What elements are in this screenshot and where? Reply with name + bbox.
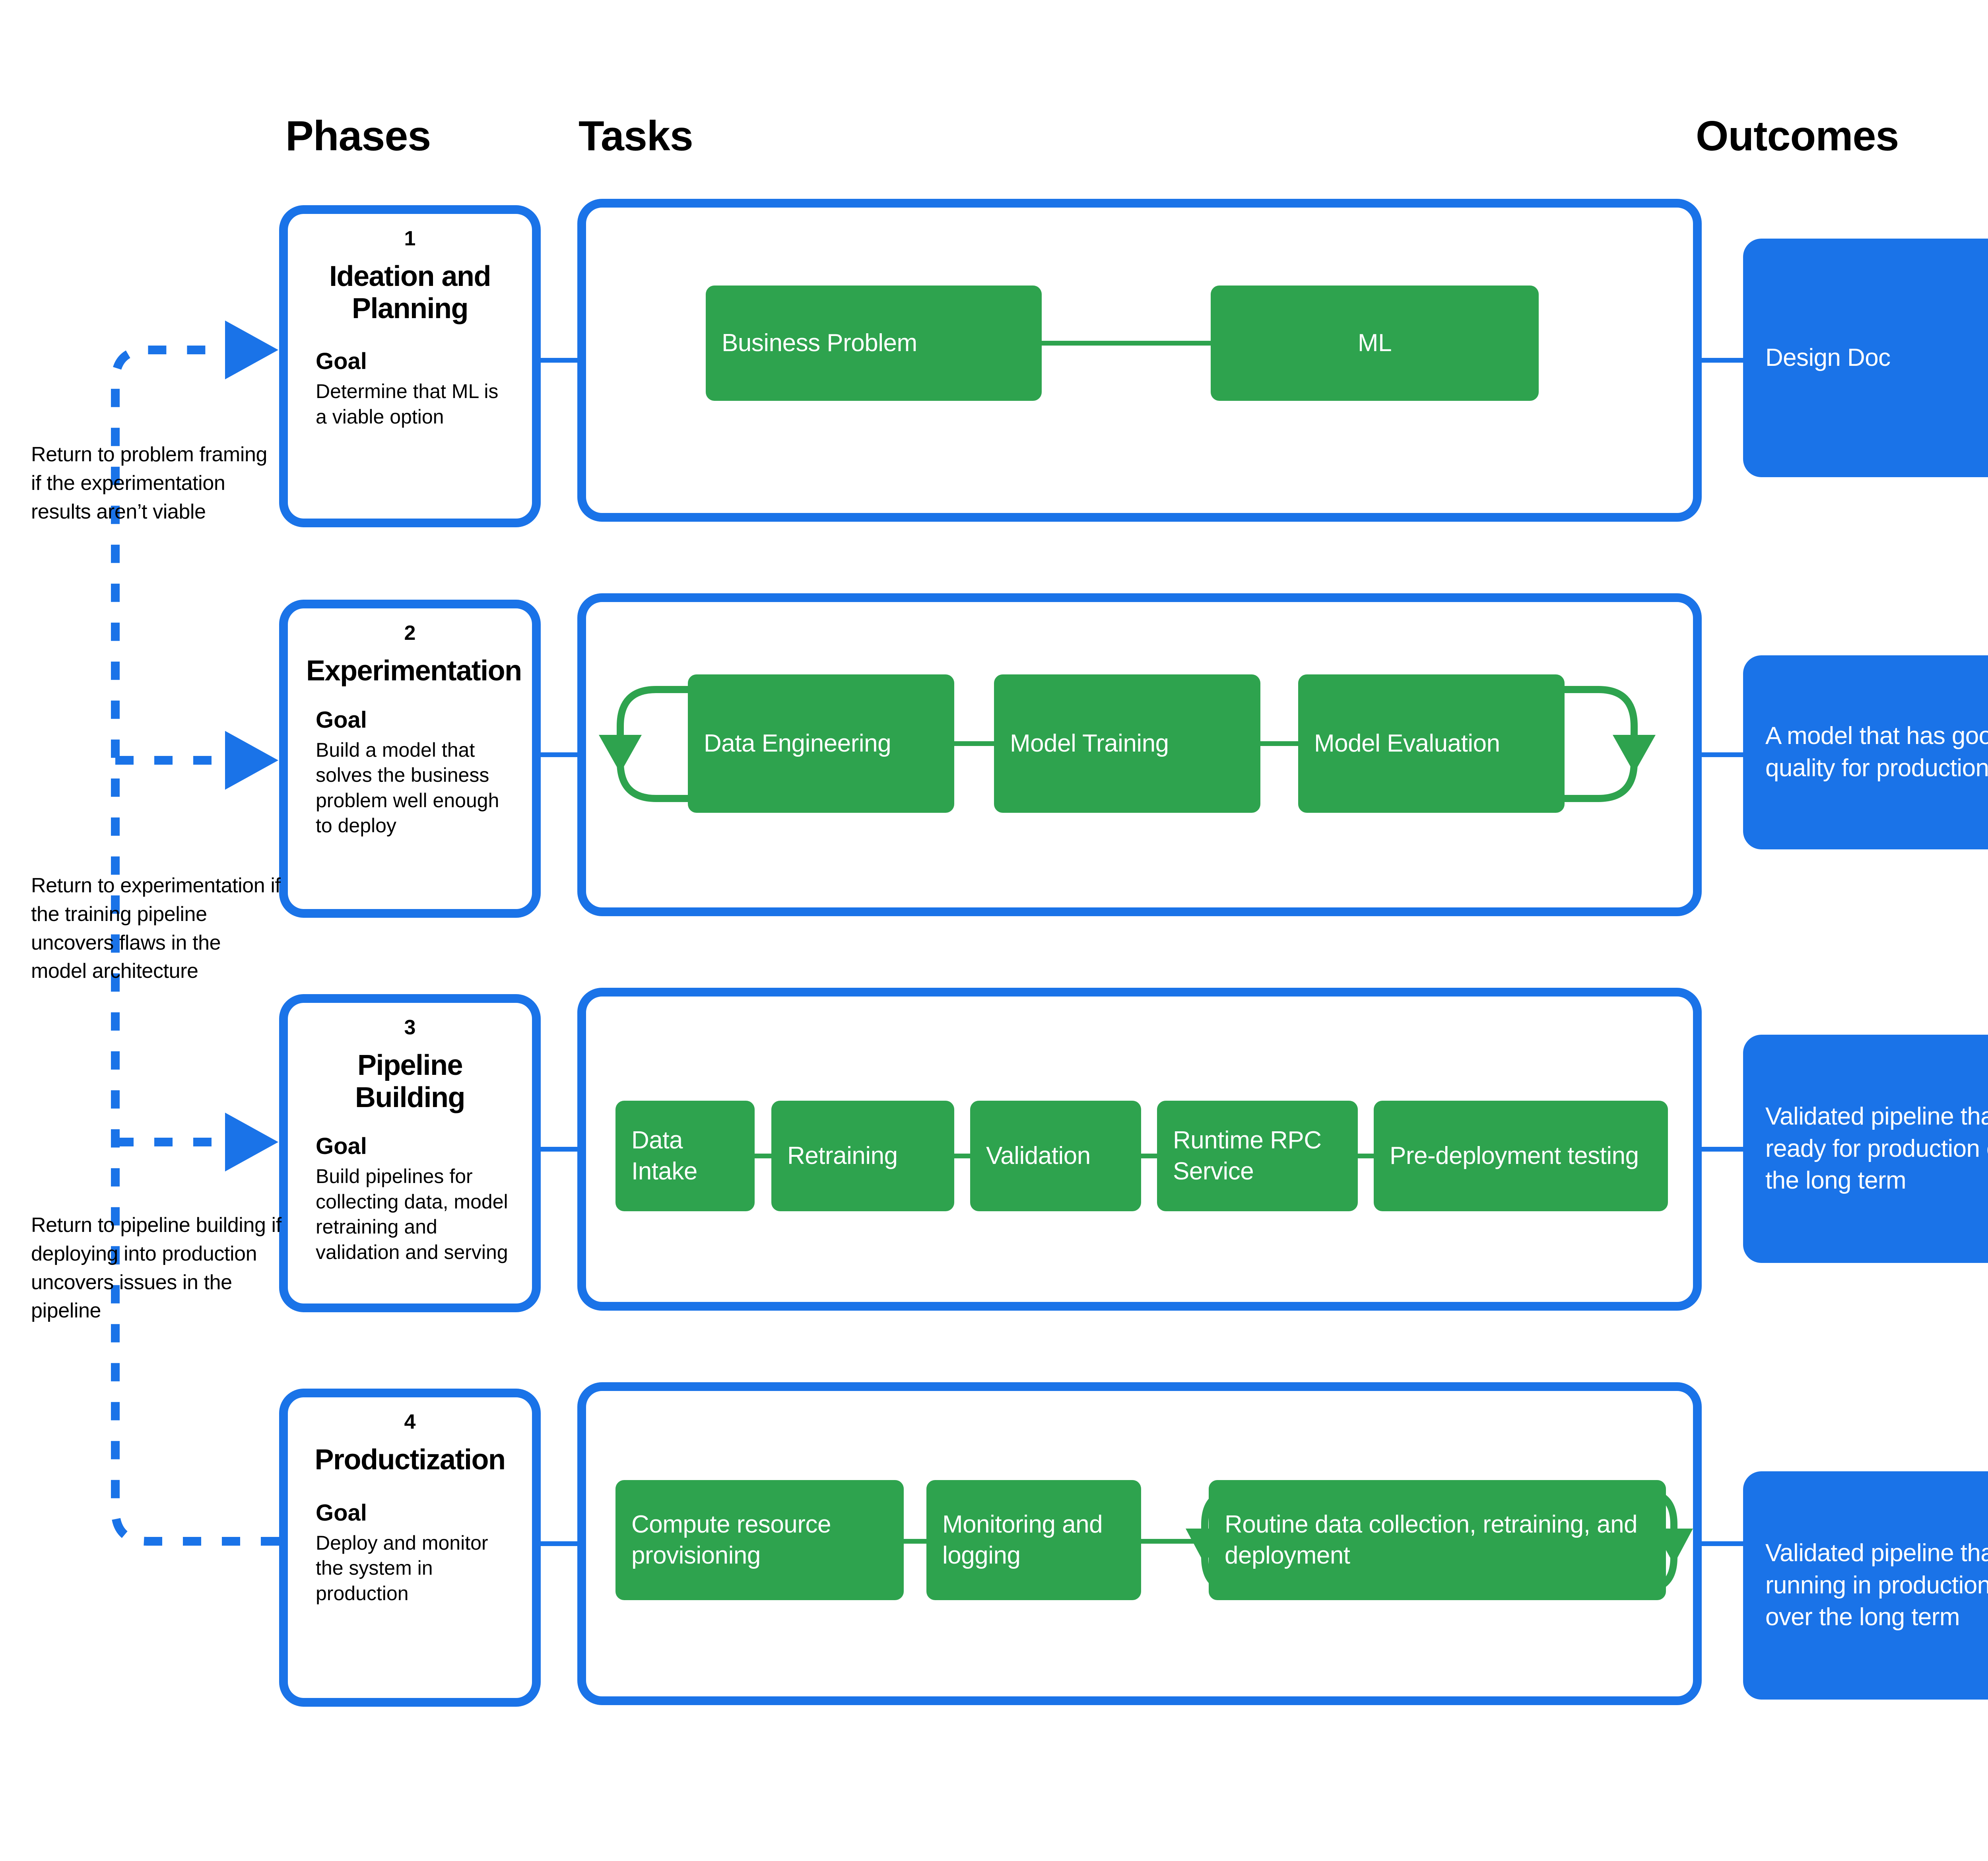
- phase-title: Ideation and Planning: [329, 260, 491, 324]
- task-label: Validation: [986, 1142, 1091, 1169]
- connector-phase2-tasks: [539, 752, 579, 757]
- task-box-compute-resource-provisioning[interactable]: Compute resource provisioning: [615, 1480, 904, 1600]
- goal-label: Goal: [316, 707, 367, 733]
- task-link-intake-to-retraining: [753, 1154, 773, 1158]
- phase-card-ideation-and-planning[interactable]: 1 Ideation and Planning Goal Determine t…: [279, 205, 541, 527]
- connector-tasks2-outcome: [1700, 752, 1745, 757]
- task-link-monitoring-to-routine: [1140, 1539, 1211, 1544]
- phase-goal-block: Goal Deploy and monitor the system in pr…: [306, 1500, 514, 1606]
- task-label: Business Problem: [722, 329, 917, 357]
- task-box-business-problem[interactable]: Business Problem: [706, 286, 1042, 401]
- connector-phase3-tasks: [539, 1147, 579, 1152]
- column-header-outcomes: Outcomes: [1696, 113, 1899, 159]
- phase-title: Productization: [315, 1444, 506, 1476]
- outcome-label: Validated pipeline that’s running in pro…: [1765, 1539, 1988, 1631]
- connector-tasks1-outcome: [1700, 358, 1745, 363]
- task-box-data-intake[interactable]: Data Intake: [615, 1101, 755, 1211]
- task-label: Model Training: [1010, 729, 1169, 757]
- phase-card-experimentation[interactable]: 2 Experimentation Goal Build a model tha…: [279, 600, 541, 918]
- outcome-box-pipeline-ready[interactable]: Validated pipeline that’s ready for prod…: [1743, 1035, 1988, 1263]
- task-label: Data Intake: [631, 1126, 697, 1185]
- phase-title: Pipeline Building: [355, 1049, 465, 1113]
- goal-text: Build a model that solves the business p…: [316, 738, 499, 837]
- task-box-data-engineering[interactable]: Data Engineering: [688, 674, 954, 813]
- outcome-box-model-quality[interactable]: A model that has good quality for produc…: [1743, 655, 1988, 849]
- task-link-validation-to-rpc: [1140, 1154, 1159, 1158]
- task-box-validation[interactable]: Validation: [970, 1101, 1141, 1211]
- phase-goal-block: Goal Build a model that solves the busin…: [306, 707, 514, 839]
- goal-label: Goal: [316, 1133, 367, 1160]
- task-box-routine-data-collection[interactable]: Routine data collection, retraining, and…: [1209, 1480, 1666, 1600]
- task-label: Compute resource provisioning: [631, 1510, 831, 1569]
- goal-text: Determine that ML is a viable option: [316, 380, 499, 428]
- column-header-tasks: Tasks: [579, 113, 693, 159]
- task-label: Routine data collection, retraining, and…: [1225, 1510, 1638, 1569]
- task-link-rpc-to-predeployment: [1356, 1154, 1375, 1158]
- phase-number: 3: [404, 1016, 416, 1039]
- phase-number: 2: [404, 622, 416, 645]
- phase-title: Experimentation: [306, 655, 522, 687]
- phase-card-pipeline-building[interactable]: 3 Pipeline Building Goal Build pipelines…: [279, 994, 541, 1312]
- outcome-box-pipeline-running[interactable]: Validated pipeline that’s running in pro…: [1743, 1471, 1988, 1700]
- arrowhead-phase-2: [225, 731, 278, 790]
- task-label: ML: [1357, 329, 1392, 357]
- task-box-retraining[interactable]: Retraining: [771, 1101, 954, 1211]
- connector-phase4-tasks: [539, 1541, 579, 1546]
- column-header-phases: Phases: [285, 113, 431, 159]
- outcome-box-design-doc[interactable]: Design Doc: [1743, 239, 1988, 477]
- goal-label: Goal: [316, 1500, 367, 1526]
- task-link-business-to-ml: [1041, 341, 1212, 346]
- loop-arrow-left-experimentation: [599, 686, 700, 802]
- connector-tasks4-outcome: [1700, 1541, 1745, 1546]
- task-box-model-training[interactable]: Model Training: [994, 674, 1260, 813]
- return-note-problem-framing: Return to problem framing if the experim…: [31, 443, 268, 523]
- task-label: Runtime RPC Service: [1173, 1126, 1322, 1185]
- loop-arrow-right-experimentation: [1555, 686, 1656, 802]
- task-link-compute-to-monitoring: [902, 1539, 928, 1544]
- outcome-label: Validated pipeline that’s ready for prod…: [1765, 1103, 1988, 1195]
- task-box-model-evaluation[interactable]: Model Evaluation: [1298, 674, 1565, 813]
- goal-label: Goal: [316, 348, 367, 375]
- task-box-runtime-rpc-service[interactable]: Runtime RPC Service: [1157, 1101, 1358, 1211]
- phase-number: 4: [404, 1410, 416, 1434]
- arrowhead-phase-3: [225, 1113, 278, 1171]
- task-link-de-to-mt: [953, 741, 996, 746]
- return-note-experimentation: Return to experimentation if the trainin…: [31, 874, 281, 983]
- outcome-label: A model that has good quality for produc…: [1765, 722, 1988, 782]
- task-label: Data Engineering: [704, 729, 891, 757]
- task-label: Retraining: [787, 1142, 898, 1169]
- task-box-pre-deployment-testing[interactable]: Pre-deployment testing: [1374, 1101, 1668, 1211]
- feedback-path-to-phase-1: [111, 346, 279, 1546]
- connector-phase1-tasks: [539, 358, 579, 363]
- phase-number: 1: [404, 227, 416, 250]
- connector-tasks3-outcome: [1700, 1147, 1745, 1152]
- phase-goal-block: Goal Determine that ML is a viable optio…: [306, 348, 514, 429]
- phase-goal-block: Goal Build pipelines for collecting data…: [306, 1133, 514, 1265]
- outcome-label: Design Doc: [1765, 344, 1891, 371]
- task-link-mt-to-me: [1257, 741, 1300, 746]
- task-box-monitoring-and-logging[interactable]: Monitoring and logging: [926, 1480, 1141, 1600]
- task-link-retraining-to-validation: [953, 1154, 972, 1158]
- task-label: Pre-deployment testing: [1390, 1142, 1639, 1169]
- phase-card-productization[interactable]: 4 Productization Goal Deploy and monitor…: [279, 1389, 541, 1707]
- arrowhead-phase-1: [225, 321, 278, 379]
- task-label: Monitoring and logging: [942, 1510, 1103, 1569]
- return-note-pipeline-building: Return to pipeline building if deploying…: [31, 1214, 282, 1323]
- task-box-ml[interactable]: ML: [1211, 286, 1539, 401]
- task-label: Model Evaluation: [1314, 729, 1500, 757]
- goal-text: Deploy and monitor the system in product…: [316, 1531, 488, 1605]
- goal-text: Build pipelines for collecting data, mod…: [316, 1165, 508, 1263]
